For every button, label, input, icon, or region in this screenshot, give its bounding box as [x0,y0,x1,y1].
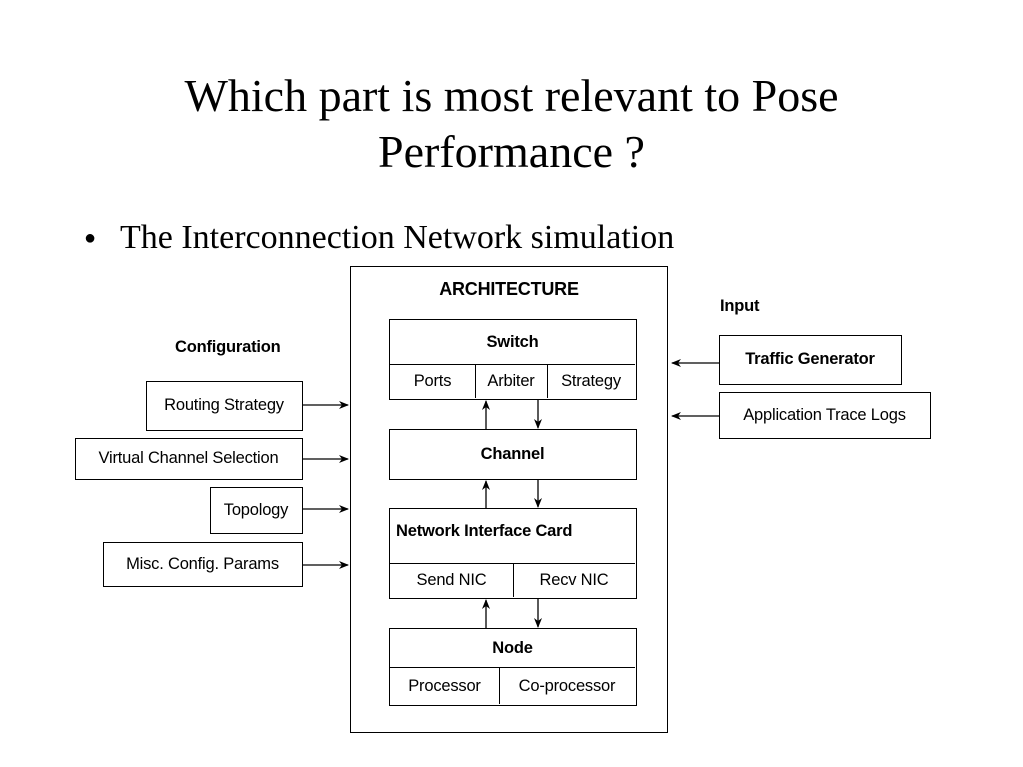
node-block: Node Processor Co-processor [389,628,637,706]
config-box-virtual-channel-selection: Virtual Channel Selection [75,438,303,480]
input-label: Input [720,297,760,315]
node-title: Node [492,638,533,657]
configuration-label: Configuration [175,338,281,356]
config-box-topology: Topology [210,487,303,534]
channel-title: Channel [480,444,545,463]
config-label: Misc. Config. Params [126,554,279,573]
switch-part-strategy: Strategy [561,372,621,390]
config-box-misc-params: Misc. Config. Params [103,542,303,587]
nic-part-send: Send NIC [416,571,487,589]
bullet-item: ● The Interconnection Network simulation [84,214,674,260]
switch-title: Switch [486,332,539,351]
switch-divider [390,364,635,365]
nic-title: Network Interface Card [396,521,573,540]
input-box-traffic-generator: Traffic Generator [719,335,902,385]
bullet-text: The Interconnection Network simulation [120,219,675,257]
config-box-routing-strategy: Routing Strategy [146,381,303,431]
switch-block: Switch Ports Arbiter Strategy [389,319,637,400]
switch-part-ports: Ports [413,372,452,390]
input-label: Application Trace Logs [743,405,906,424]
switch-part-separator [547,365,548,398]
switch-part-separator [475,365,476,398]
nic-divider [390,563,635,564]
node-part-processor: Processor [408,676,481,695]
bullet-dot-icon: ● [84,227,97,250]
nic-part-separator [513,564,514,597]
channel-block: Channel [389,429,637,480]
node-divider [390,667,635,668]
config-label: Routing Strategy [164,396,284,414]
nic-part-recv: Recv NIC [539,571,609,589]
title-line-1: Which part is most relevant to Pose [184,70,839,121]
nic-block: Network Interface Card Send NIC Recv NIC [389,508,637,599]
node-part-separator [499,668,500,704]
config-label: Topology [223,500,289,519]
slide-title: Which part is most relevant to Pose Perf… [0,68,1023,180]
title-line-2: Performance ? [378,126,645,177]
input-box-application-trace-logs: Application Trace Logs [719,392,931,439]
input-label: Traffic Generator [745,350,875,368]
switch-part-arbiter: Arbiter [487,372,535,390]
architecture-label: ARCHITECTURE [439,279,579,299]
node-part-coprocessor: Co-processor [518,676,616,695]
config-label: Virtual Channel Selection [98,449,279,467]
